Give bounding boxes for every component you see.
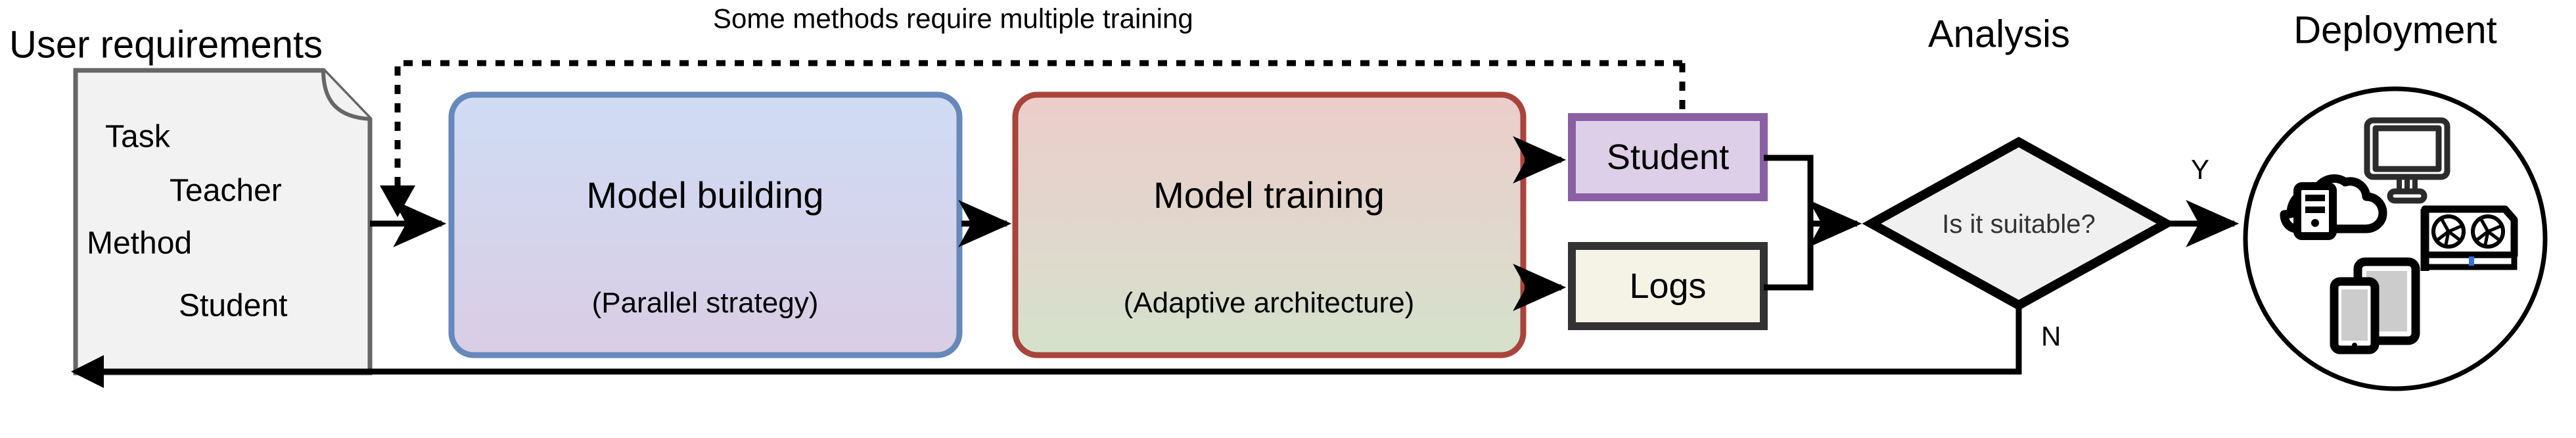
decision-diamond (1862, 136, 2176, 311)
model-training-title: Model training (1153, 174, 1385, 216)
page-title-deployment: Deployment (2293, 9, 2496, 52)
model-training-subtitle: (Adaptive architecture) (1124, 287, 1415, 319)
doc-item-method: Method (87, 226, 192, 261)
edge-outputs-to-decision (1764, 155, 1862, 291)
doc-item-student: Student (179, 289, 287, 324)
gpu-card-icon (2420, 205, 2518, 271)
stage-model-building[interactable]: Model building (Parallel strategy) (448, 91, 963, 358)
page-title-user-requirements: User requirements (9, 24, 323, 66)
page-title-analysis: Analysis (1928, 13, 2070, 56)
logs-box (1568, 242, 1768, 330)
deployment-circle-outline (2243, 86, 2548, 391)
doc-item-task: Task (105, 120, 171, 155)
feedback-edge-path (394, 60, 1682, 185)
output-student[interactable]: Student (1568, 113, 1768, 201)
edge-decision-no-to-document (71, 306, 2022, 388)
student-label: Student (1607, 137, 1729, 177)
no-branch-arrowhead (71, 355, 104, 388)
decision-no-label: N (2041, 320, 2061, 351)
model-building-title: Model building (586, 174, 823, 216)
tablet-phone-icon (2330, 257, 2420, 354)
merge-bracket (1764, 155, 1814, 291)
model-training-box (1012, 91, 1527, 358)
document-body (73, 68, 373, 376)
monitor-icon (2364, 117, 2450, 204)
decision-yes-label: Y (2191, 154, 2209, 185)
deployment-circle[interactable] (2243, 86, 2548, 391)
model-building-subtitle: (Parallel strategy) (592, 287, 819, 319)
logs-label: Logs (1629, 266, 1706, 306)
output-logs[interactable]: Logs (1568, 242, 1768, 330)
document-fold-corner (321, 70, 371, 121)
stage-model-training[interactable]: Model training (Adaptive architecture) (1012, 91, 1527, 358)
cloud-server-icon (2280, 174, 2387, 240)
decision-label: Is it suitable? (1942, 210, 2095, 239)
decision-is-it-suitable[interactable]: Is it suitable? (1862, 136, 2176, 311)
doc-item-teacher: Teacher (170, 174, 282, 208)
feedback-edge-label: Some methods require multiple training (713, 3, 1193, 34)
requirements-document[interactable]: Task Teacher Method Student (73, 68, 373, 376)
no-branch-path (99, 306, 2022, 375)
feedback-edge-arrowhead (380, 185, 415, 217)
